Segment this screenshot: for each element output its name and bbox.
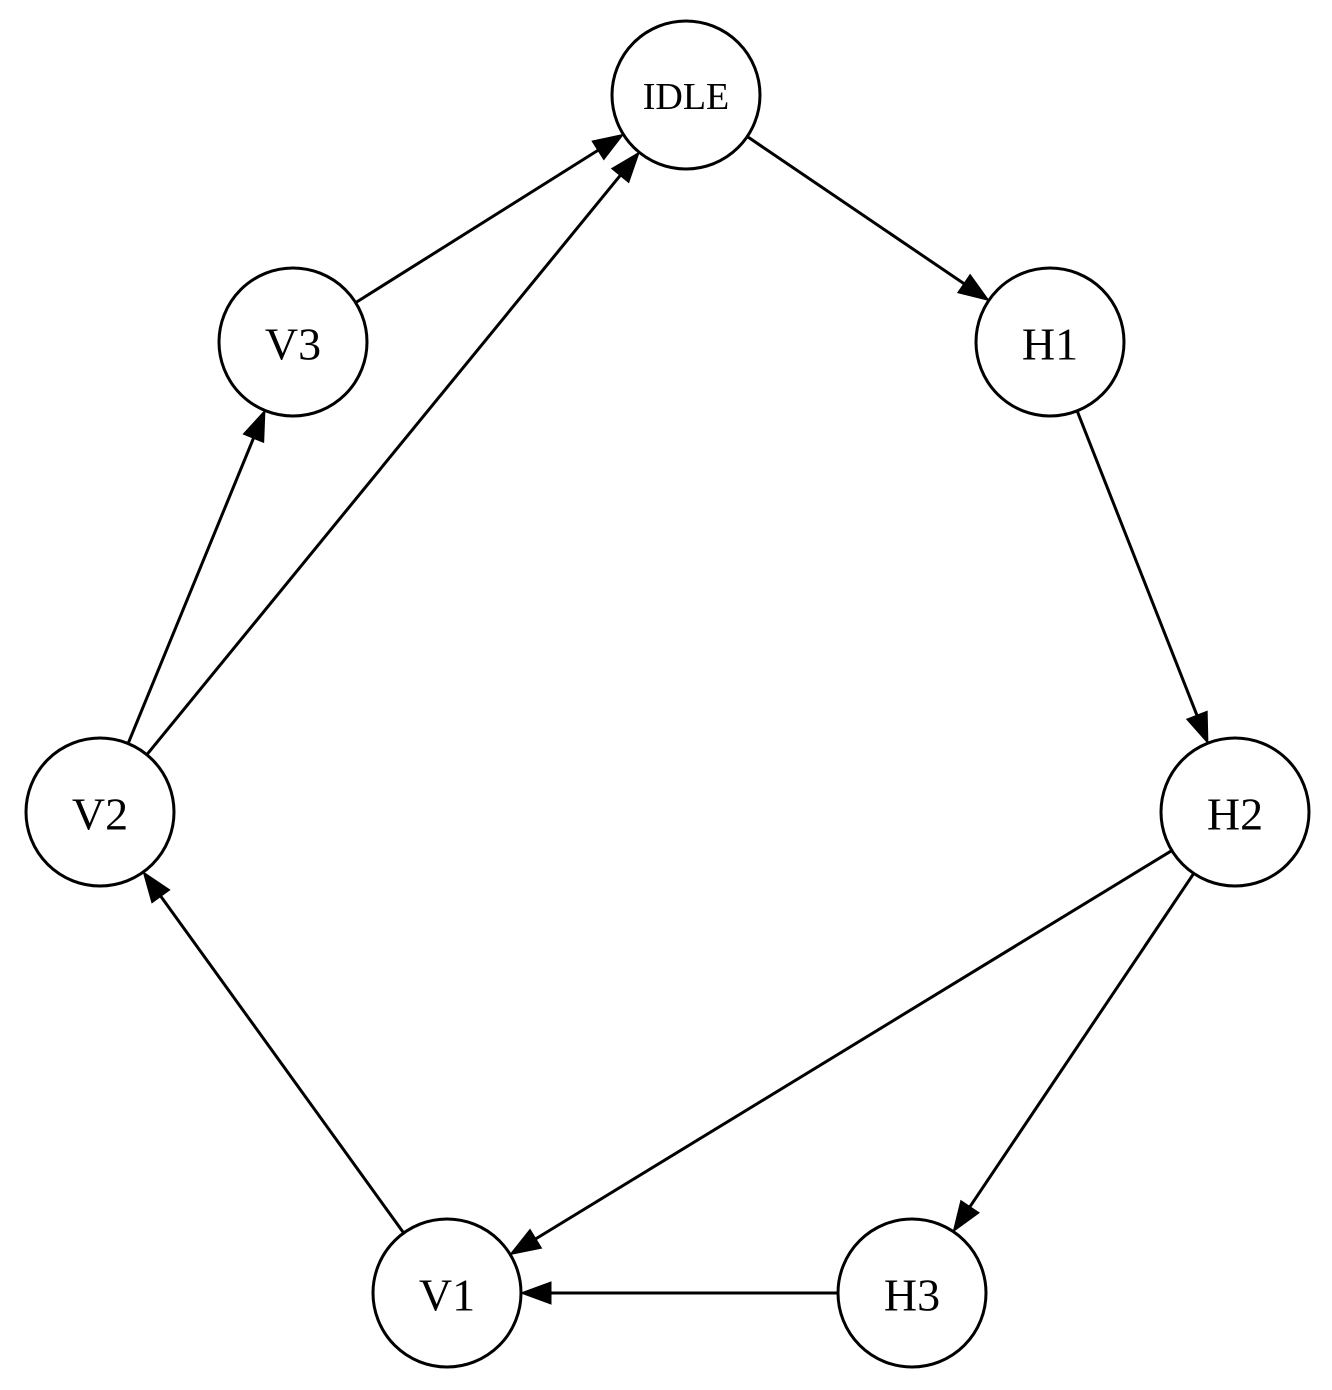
edge-v3-to-idle [354, 133, 625, 304]
edges [126, 133, 1209, 1305]
arrowhead-icon [242, 409, 266, 444]
edge-idle-to-h1 [746, 135, 990, 302]
state-node-h1: H1 [974, 266, 1126, 418]
state-node-idle: IDLE [610, 19, 762, 171]
state-node-h3: H3 [836, 1217, 988, 1369]
edge-v2-to-v3 [126, 409, 266, 745]
arrowhead-icon [519, 1281, 552, 1305]
edge-line [158, 893, 405, 1234]
edge-h1-to-h2 [1075, 410, 1209, 745]
edge-h3-to-v1 [519, 1281, 838, 1305]
arrowhead-icon [591, 133, 625, 161]
state-label: IDLE [643, 76, 730, 118]
state-label: H1 [1022, 319, 1078, 370]
edge-line [126, 435, 256, 745]
edge-h2-to-h3 [952, 872, 1195, 1233]
state-label: V1 [419, 1270, 475, 1321]
arrowhead-icon [610, 151, 641, 184]
edge-line [354, 148, 601, 304]
edge-v1-to-v2 [142, 870, 405, 1234]
state-circle [974, 266, 1126, 418]
arrowhead-icon [1185, 710, 1209, 745]
arrowhead-icon [952, 1199, 980, 1233]
arrowhead-icon [142, 870, 171, 904]
state-node-v1: V1 [371, 1217, 523, 1369]
state-circle [371, 1217, 523, 1369]
state-circle [24, 736, 176, 888]
edge-h2-to-v1 [508, 849, 1173, 1256]
state-label: V3 [265, 319, 321, 370]
arrowhead-icon [508, 1228, 543, 1256]
edge-line [533, 849, 1173, 1242]
state-circle [217, 266, 369, 418]
state-node-h2: H2 [1159, 736, 1311, 888]
state-node-v2: V2 [24, 736, 176, 888]
state-circle [1159, 736, 1311, 888]
state-circle [836, 1217, 988, 1369]
state-label: H2 [1207, 789, 1263, 840]
edge-line [746, 135, 967, 286]
state-circle [610, 19, 762, 171]
state-label: H3 [884, 1270, 940, 1321]
edge-line [1075, 410, 1200, 718]
edge-line [967, 872, 1195, 1210]
arrowhead-icon [956, 273, 990, 302]
state-label: V2 [72, 789, 128, 840]
state-node-v3: V3 [217, 266, 369, 418]
edge-v2-to-idle [145, 151, 641, 756]
edge-line [145, 173, 623, 756]
